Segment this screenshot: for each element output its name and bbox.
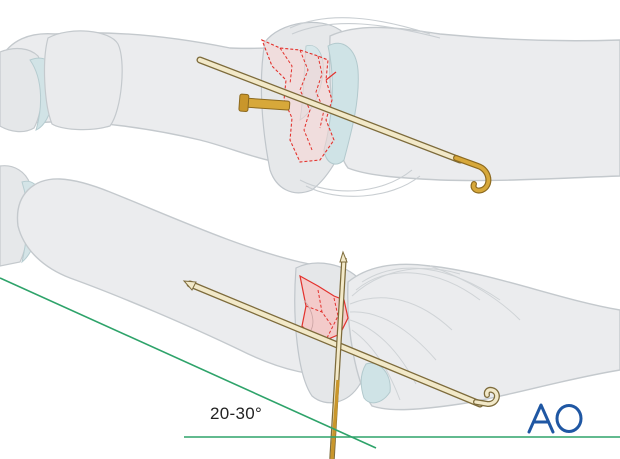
bottom-ligament-fan: [349, 265, 521, 401]
top-phalanx-base: [43, 30, 123, 131]
top-middle-phalanx: [328, 26, 620, 182]
bottom-fracture: [299, 274, 349, 341]
oblique-reference-line: [0, 277, 377, 449]
bottom-cartilage: [360, 362, 391, 404]
ao-logo-icon: [527, 402, 585, 434]
bottom-vertical-k-wire: [329, 250, 348, 459]
top-ligament-strands: [289, 17, 441, 197]
bottom-finger: [0, 165, 620, 459]
top-finger: [0, 17, 620, 197]
top-lag-screw: [238, 93, 291, 112]
top-k-wire: [196, 56, 492, 194]
angle-label: 20-30°: [210, 404, 263, 423]
bottom-k-wire: [182, 280, 500, 408]
angle-reference-lines: [0, 277, 620, 449]
